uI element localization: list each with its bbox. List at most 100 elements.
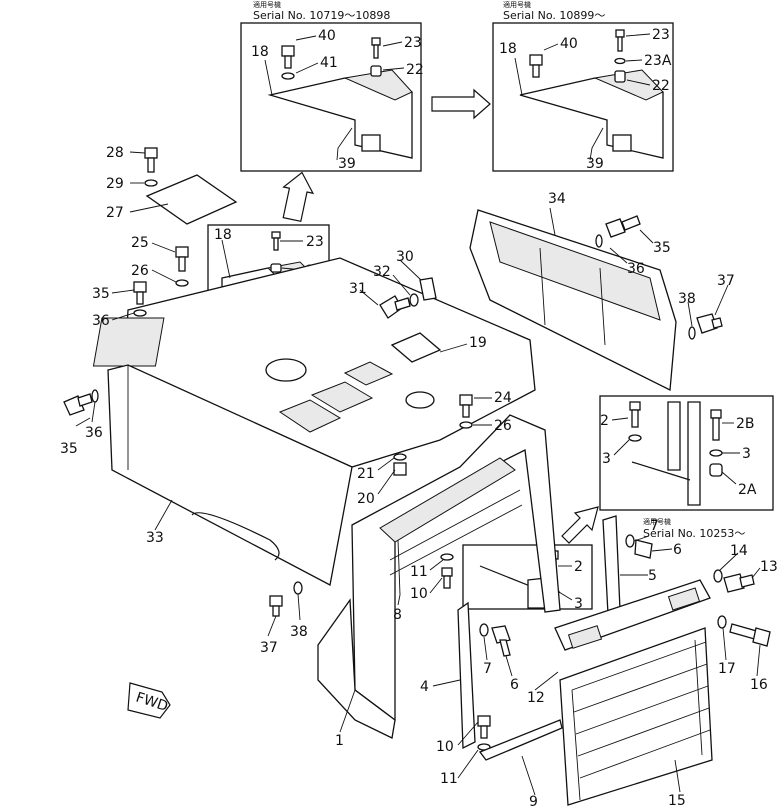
callout-16: 16 xyxy=(750,677,768,693)
bolt-6-b-shank xyxy=(499,639,511,657)
washer-21 xyxy=(393,453,407,461)
bracket-19 xyxy=(390,332,442,363)
inset-c-spacer xyxy=(270,263,282,273)
callout-3: 3 xyxy=(602,451,611,467)
frame-top-shade xyxy=(379,457,516,543)
bolt-10-b-shank xyxy=(480,725,488,739)
inset-b-bolt-23-head xyxy=(615,29,625,38)
nut-20 xyxy=(393,462,407,476)
fwd-label: FWD xyxy=(134,690,170,715)
bolt-35-head xyxy=(133,281,147,293)
washer-38-right xyxy=(688,326,696,340)
inset-d-bolt-2-head xyxy=(629,401,641,411)
strip-9 xyxy=(478,719,563,761)
callout-40: 40 xyxy=(318,28,336,44)
bracket-30 xyxy=(419,277,437,301)
bolt-35-left-shank xyxy=(77,393,93,407)
inset-a-washer-41 xyxy=(281,72,295,80)
door-15 xyxy=(559,627,713,806)
callout-2: 2 xyxy=(574,559,583,575)
bolt-28-head xyxy=(144,147,158,159)
plate-27 xyxy=(145,174,238,225)
callout-41: 41 xyxy=(320,55,338,71)
callout-24: 24 xyxy=(494,390,512,406)
up-arrow-icon xyxy=(282,171,315,223)
fwd-arrow-icon xyxy=(127,682,171,719)
callout-33: 33 xyxy=(146,530,164,546)
bolt-28-shank xyxy=(147,157,155,173)
inset-d-bolt-2b-shank xyxy=(712,417,720,441)
callout-9: 9 xyxy=(529,794,538,810)
callout-40: 40 xyxy=(560,36,578,52)
bolt-6 xyxy=(634,539,653,559)
callout-19: 19 xyxy=(469,335,487,351)
inset-d-washer-3 xyxy=(628,434,642,442)
callout-20: 20 xyxy=(357,491,375,507)
washer-32 xyxy=(409,293,419,307)
inset-b-washer-23a xyxy=(614,57,626,65)
inset-d-spacer-2a xyxy=(709,463,723,477)
callout-7: 7 xyxy=(483,661,492,677)
callout-36: 36 xyxy=(92,313,110,329)
callout-18: 18 xyxy=(251,44,269,60)
bolt-10-head xyxy=(441,567,453,577)
bolt-37-left-shank xyxy=(272,605,280,617)
rear-panel-inner xyxy=(489,221,661,321)
callout-36: 36 xyxy=(627,261,645,277)
callout-23a: 23A xyxy=(644,53,672,69)
inset-a-bolt-40-head xyxy=(281,45,295,57)
inset-d-bolt-2b-head xyxy=(710,409,722,419)
inset-b-serial: Serial No. 10899～ xyxy=(503,9,605,22)
callout-4: 4 xyxy=(420,679,429,695)
inset-a-header: 適用号機 xyxy=(253,0,281,9)
inset-c-bolt-head xyxy=(271,231,281,239)
inset-d-bracket xyxy=(667,401,681,471)
callout-14: 14 xyxy=(730,543,748,559)
top-cover-hole xyxy=(265,358,307,382)
callout-29: 29 xyxy=(106,176,124,192)
washer-29 xyxy=(144,179,158,187)
callout-18: 18 xyxy=(499,41,517,57)
callout-21: 21 xyxy=(357,466,375,482)
inset-a-bolt-23-shank xyxy=(373,44,379,59)
inset-b-header: 適用号機 xyxy=(503,0,531,9)
serial-c-label: Serial No. 10253～ xyxy=(643,527,745,540)
inset-b-bolt-40-head xyxy=(529,54,543,66)
bolt-25-shank xyxy=(178,256,186,272)
inset-c-serial-header: 適用号機 xyxy=(643,517,671,526)
callout-3: 3 xyxy=(574,596,583,612)
callout-10: 10 xyxy=(410,586,428,602)
inset-b-bolt-40-shank xyxy=(532,64,540,78)
inset-a: 適用号機 Serial No. 10719～10898 40 41 23 22 … xyxy=(240,0,424,172)
bolt-10-b-head xyxy=(477,715,491,727)
callout-2b: 2B xyxy=(736,416,755,432)
side-panel-33 xyxy=(107,364,353,586)
washer-17 xyxy=(717,615,727,629)
callout-18: 18 xyxy=(214,227,232,243)
door-top-slot-1 xyxy=(567,625,603,649)
bolt-35-right-shank xyxy=(621,215,641,231)
inset-a-serial: Serial No. 10719～10898 xyxy=(253,9,390,22)
washer-14 xyxy=(713,569,723,583)
top-cover-cutout-1 xyxy=(310,381,374,413)
callout-8: 8 xyxy=(393,607,402,623)
callout-39: 39 xyxy=(586,156,604,172)
callout-10: 10 xyxy=(436,739,454,755)
inset-d-post xyxy=(687,401,701,506)
callout-38: 38 xyxy=(290,624,308,640)
callout-13: 13 xyxy=(760,559,778,575)
body-1 xyxy=(317,598,396,739)
inset-c-bolt-shank xyxy=(273,237,279,251)
callout-11: 11 xyxy=(410,564,428,580)
bolt-35-right-head xyxy=(605,218,626,238)
bolt-25-head xyxy=(175,246,189,258)
inset-d-bolt-2-shank xyxy=(631,409,639,428)
bolt-10-shank xyxy=(443,575,451,589)
bolt-31-shank xyxy=(394,297,411,311)
bolt-13-head xyxy=(723,573,745,593)
callout-23: 23 xyxy=(404,35,422,51)
washer-26 xyxy=(175,279,189,287)
callout-11: 11 xyxy=(440,771,458,787)
callout-2a: 2A xyxy=(738,482,757,498)
callout-12: 12 xyxy=(527,690,545,706)
